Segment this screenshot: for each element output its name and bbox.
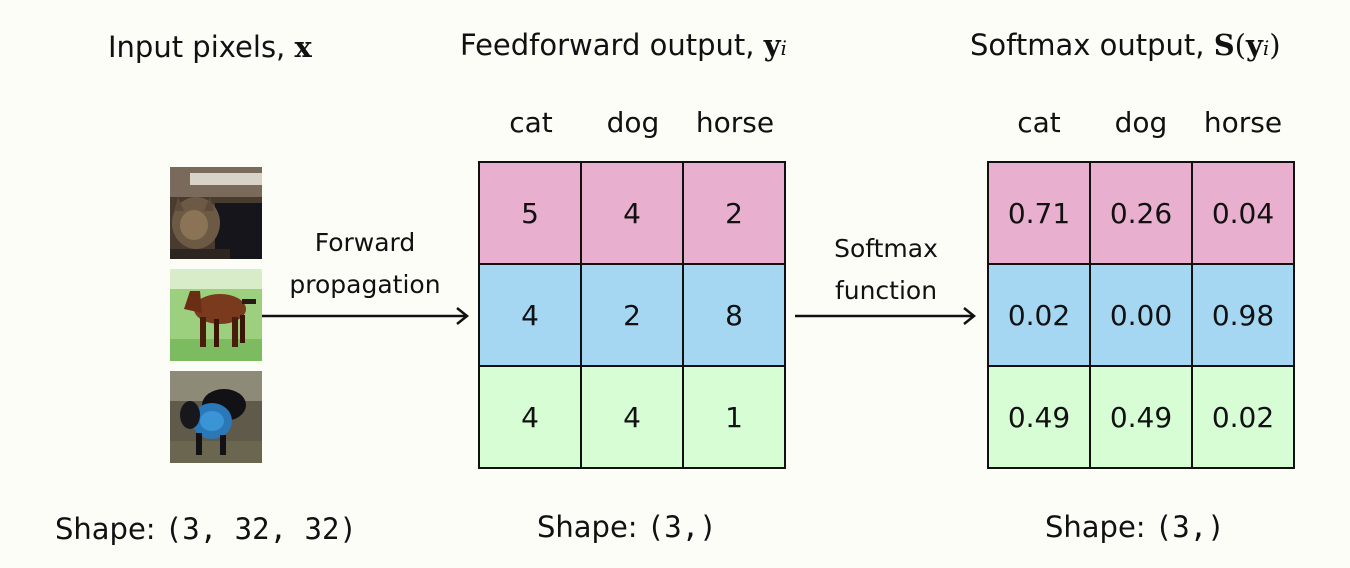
- feedforward-shape-label: Shape:: [537, 510, 638, 544]
- softmax-title-subscript: i: [1262, 36, 1270, 60]
- feedforward-cell: 4: [480, 367, 582, 469]
- softmax-cell: 0.00: [1091, 265, 1193, 367]
- feedforward-cell: 2: [684, 163, 786, 265]
- cat-image: [170, 167, 262, 259]
- feedforward-cell: 5: [480, 163, 582, 265]
- forward-arrow: [262, 307, 470, 325]
- feedforward-cell: 4: [480, 265, 582, 367]
- feedforward-cell: 2: [582, 265, 684, 367]
- softmax-title-text: Softmax output,: [970, 28, 1205, 62]
- softmax-cell: 0.49: [1091, 367, 1193, 469]
- feedforward-title-text: Feedforward output,: [460, 28, 755, 62]
- feedforward-title: Feedforward output, yi: [460, 28, 787, 62]
- softmax-shape-label: Shape:: [1045, 510, 1146, 544]
- horse-image: [170, 269, 262, 361]
- softmax-title: Softmax output, S(yi): [970, 28, 1281, 62]
- softmax-col-horse: horse: [1203, 106, 1283, 139]
- feedforward-col-cat: cat: [509, 106, 553, 139]
- feedforward-title-symbol: y: [763, 28, 781, 62]
- forward-arrow-line1: Forward: [314, 228, 416, 257]
- softmax-cell: 0.98: [1193, 265, 1295, 367]
- input-title-symbol: x: [294, 30, 312, 64]
- softmax-title-symbol: y: [1246, 28, 1263, 62]
- input-shape: Shape: (3, 32, 32): [55, 512, 357, 546]
- softmax-title-func: S: [1213, 28, 1235, 62]
- feedforward-title-subscript: i: [780, 36, 787, 60]
- forward-arrow-label: Forward propagation: [265, 222, 465, 306]
- softmax-cell: 0.49: [989, 367, 1091, 469]
- softmax-arrow-label: Softmax function: [786, 228, 986, 312]
- softmax-arrow-line2: function: [834, 276, 938, 305]
- softmax-cell: 0.04: [1193, 163, 1295, 265]
- feedforward-shape-value: (3,): [646, 510, 717, 544]
- feedforward-cell: 4: [582, 163, 684, 265]
- softmax-arrow-line1: Softmax: [834, 234, 938, 263]
- softmax-arrow: [795, 307, 977, 325]
- feedforward-cell: 4: [582, 367, 684, 469]
- softmax-shape-value: (3,): [1154, 510, 1225, 544]
- feedforward-col-dog: dog: [606, 106, 660, 139]
- feedforward-cell: 8: [684, 265, 786, 367]
- softmax-cell: 0.02: [989, 265, 1091, 367]
- input-title: Input pixels, x: [108, 30, 312, 64]
- softmax-cell: 0.02: [1193, 367, 1295, 469]
- softmax-col-cat: cat: [1017, 106, 1061, 139]
- input-shape-label: Shape:: [55, 512, 156, 546]
- input-title-text: Input pixels,: [108, 30, 286, 64]
- softmax-cell: 0.26: [1091, 163, 1193, 265]
- feedforward-col-horse: horse: [695, 106, 775, 139]
- softmax-col-dog: dog: [1114, 106, 1168, 139]
- softmax-shape: Shape: (3,): [1045, 510, 1225, 544]
- feedforward-table: 5 4 2 4 2 8 4 4 1: [478, 161, 786, 469]
- input-shape-value: (3, 32, 32): [164, 512, 357, 546]
- feedforward-shape: Shape: (3,): [537, 510, 717, 544]
- dog-image: [170, 371, 262, 463]
- softmax-table: 0.71 0.26 0.04 0.02 0.00 0.98 0.49 0.49 …: [987, 161, 1295, 469]
- softmax-cell: 0.71: [989, 163, 1091, 265]
- forward-arrow-line2: propagation: [289, 270, 441, 299]
- feedforward-cell: 1: [684, 367, 786, 469]
